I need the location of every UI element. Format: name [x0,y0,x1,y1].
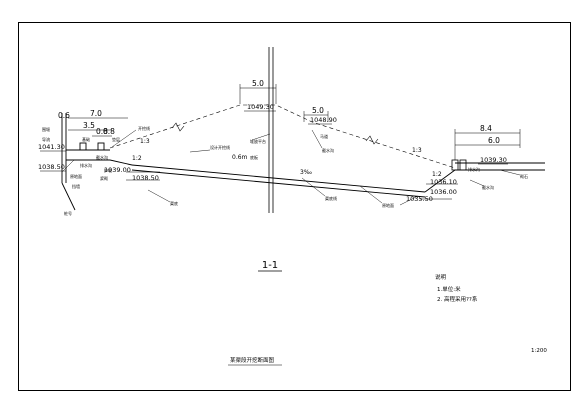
channel-bed [109,159,545,198]
dim-left-depth: 0.6 [58,111,70,120]
dim-left-small-a: 0.8 [96,127,108,136]
annotation-left-h: 挡墙 [72,183,80,189]
annotation-left-bottom: 桩号 [64,210,72,216]
slope-lower-left: 1:2 [132,155,142,162]
annotation-mid-a: 马道 [320,133,328,139]
slope-bed: 3‰ [300,169,312,176]
annotation-upper-b: 堆放平台 [250,138,266,144]
section-label: 1-1 [262,260,278,271]
slope-lower-right: 1:2 [432,171,442,178]
annotation-lower-b: 渠底 [170,200,178,206]
annotation-left-e: 原地面 [70,173,82,179]
annotation-left-f: 排水沟 [80,162,92,168]
left-wall [61,113,110,211]
annotation-left-j: 护坡 [104,167,112,173]
annotation-left-b: 导流 [42,136,50,142]
slope-upper-left: 1:3 [140,138,150,145]
slope-upper-right: 1:3 [412,147,422,154]
elev-top-crest: 1049.30 [247,103,274,111]
annotation-lower-d: 渠底线 [325,195,337,201]
annotation-left-a: 围堰 [42,126,50,132]
annotation-mid-b: 截水沟 [322,147,334,153]
annotation-lower-c: 底板 [250,154,258,160]
elevation-leaders [40,110,508,200]
elev-left-ground: 1041.30 [38,143,65,151]
elev-right-ground: 1039.30 [480,156,507,164]
elev-bottom-right-c: 1036.00 [430,188,457,196]
dim-top-crest: 5.0 [252,79,264,88]
annotation-left-g: 截水沟 [96,154,108,160]
break-line [268,47,274,213]
annotation-left-i: 浆砌 [100,175,108,181]
elev-left-base: 1038.50 [38,163,65,171]
elev-mid-crest: 1048.90 [310,116,337,124]
annotation-leaders [61,129,521,206]
annotation-right-c: 砌石 [520,173,528,179]
dim-left-total: 7.0 [90,109,102,118]
annotation-right-b: 排水沟 [468,166,480,172]
slope-bottom-thickness: 0.6m [232,154,248,161]
break-marks [171,122,379,145]
elev-bottom-left-a: 1039.00 [104,166,131,174]
drawing-title: 某渠段开挖断面图 [230,356,275,364]
annotation-lower-e: 原地面 [382,202,394,208]
annotation-lower-a: 设计开挖线 [210,144,230,150]
right-wall [451,159,467,171]
dim-left-small-b: 0.8 [103,127,115,136]
dim-right-total: 8.4 [480,124,492,133]
elev-bottom-left-b: 1038.50 [132,174,159,182]
elev-bottom-right-a: 1036.10 [430,178,457,186]
annotation-upper-a: 开挖线 [138,125,150,131]
dimension-lines [68,84,521,160]
dim-mid-crest: 5.0 [312,106,324,115]
annotation-left-d: 垫层 [112,136,120,142]
notes-item-2: 2. 高程采用??系 [437,295,478,303]
annotation-left-c: 基础 [82,136,90,142]
excavation-line-dashed [109,104,456,169]
drawing-scale: 1:200 [531,348,547,354]
dim-left-inner: 3.5 [83,121,95,130]
notes-heading: 说明 [435,273,447,281]
elev-bottom-right-b: 1035.50 [406,195,433,203]
dim-right-inner: 6.0 [488,136,500,145]
notes-item-1: 1.单位:米 [437,285,461,293]
drawing-frame [18,22,571,391]
annotation-right-a: 截水沟 [482,184,494,190]
